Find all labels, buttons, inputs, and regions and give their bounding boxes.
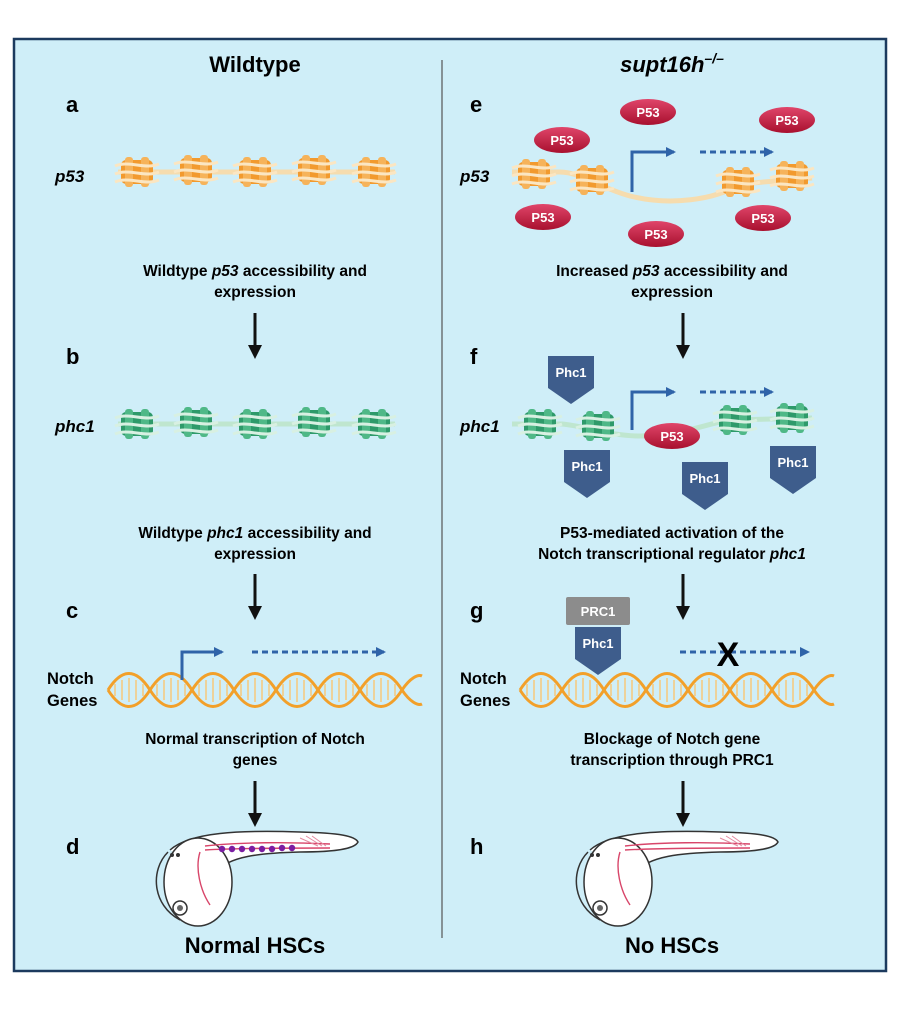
gene-phc1-left: phc1: [54, 417, 95, 436]
caption-f-line1: P53-mediated activation of the: [560, 525, 784, 542]
prc1-complex: PRC1: [566, 597, 630, 625]
label-e: e: [470, 92, 482, 117]
label-g: g: [470, 598, 483, 623]
left-footer: Normal HSCs: [185, 933, 326, 958]
notch-dna-helix-wildtype: [106, 672, 423, 708]
p53-chromatin-mutant: [510, 157, 816, 204]
caption-g-line2: transcription through PRC1: [570, 752, 774, 769]
svg-text:P53: P53: [636, 105, 659, 120]
svg-text:PRC1: PRC1: [581, 604, 616, 619]
caption-b-line1: Wildtype phc1 accessibility and: [138, 525, 371, 542]
p53-protein: P53: [628, 221, 684, 247]
tss-arrow-left: [180, 647, 224, 680]
p53-protein: P53: [759, 107, 815, 133]
label-a: a: [66, 92, 79, 117]
svg-text:P53: P53: [531, 210, 554, 225]
tss-arrow-f: [630, 387, 676, 430]
label-f: f: [470, 344, 478, 369]
tss-arrow-e: [630, 147, 676, 192]
caption-a-line1: Wildtype p53 accessibility and: [143, 263, 367, 280]
p53-chromatin-wildtype: [113, 153, 398, 189]
svg-text:Phc1: Phc1: [571, 459, 602, 474]
phc1-protein: Phc1: [564, 450, 610, 498]
hsc-dots: [218, 844, 296, 853]
zebrafish-embryo-wildtype: [155, 830, 359, 927]
svg-text:Phc1: Phc1: [555, 365, 586, 380]
svg-text:P53: P53: [660, 429, 683, 444]
svg-text:P53: P53: [775, 113, 798, 128]
label-h: h: [470, 834, 483, 859]
caption-c-line2: genes: [233, 752, 278, 769]
caption-f-line2: Notch transcriptional regulator phc1: [538, 546, 806, 563]
caption-a-line2: expression: [214, 284, 296, 301]
svg-text:Phc1: Phc1: [777, 455, 808, 470]
gene-phc1-right: phc1: [459, 417, 500, 436]
svg-text:P53: P53: [550, 133, 573, 148]
block-x-mark: X: [717, 636, 740, 674]
p53-protein: P53: [735, 205, 791, 231]
notch-label-left-2: Genes: [47, 692, 97, 710]
right-title: supt16h–/–: [620, 50, 724, 77]
phc1-chromatin-mutant: [512, 401, 816, 443]
p53-protein-bound: P53: [644, 423, 700, 449]
phc1-protein: Phc1: [548, 356, 594, 404]
left-title: Wildtype: [209, 52, 300, 77]
p53-protein: P53: [534, 127, 590, 153]
phc1-protein-bound: Phc1: [575, 627, 621, 675]
p53-protein: P53: [515, 204, 571, 230]
caption-g-line1: Blockage of Notch gene: [584, 731, 761, 748]
svg-text:Phc1: Phc1: [582, 636, 613, 651]
notch-label-right-1: Notch: [460, 670, 507, 688]
label-b: b: [66, 344, 79, 369]
svg-text:P53: P53: [644, 227, 667, 242]
caption-e-line1: Increased p53 accessibility and: [556, 263, 788, 280]
panel-background: [12, 37, 888, 973]
notch-dna-helix-mutant: [518, 672, 835, 708]
p53-protein: P53: [620, 99, 676, 125]
gene-p53-right: p53: [459, 167, 490, 186]
label-d: d: [66, 834, 79, 859]
notch-label-left-1: Notch: [47, 670, 94, 688]
phc1-chromatin-wildtype: [113, 405, 398, 441]
svg-text:P53: P53: [751, 211, 774, 226]
caption-b-line2: expression: [214, 546, 296, 563]
phc1-protein: Phc1: [770, 446, 816, 494]
phc1-protein: Phc1: [682, 462, 728, 510]
caption-c-line1: Normal transcription of Notch: [145, 731, 365, 748]
gene-p53-left: p53: [54, 167, 85, 186]
caption-e-line2: expression: [631, 284, 713, 301]
zebrafish-embryo-mutant: [575, 830, 779, 927]
notch-label-right-2: Genes: [460, 692, 510, 710]
right-footer: No HSCs: [625, 933, 719, 958]
svg-text:Phc1: Phc1: [689, 471, 720, 486]
label-c: c: [66, 598, 78, 623]
